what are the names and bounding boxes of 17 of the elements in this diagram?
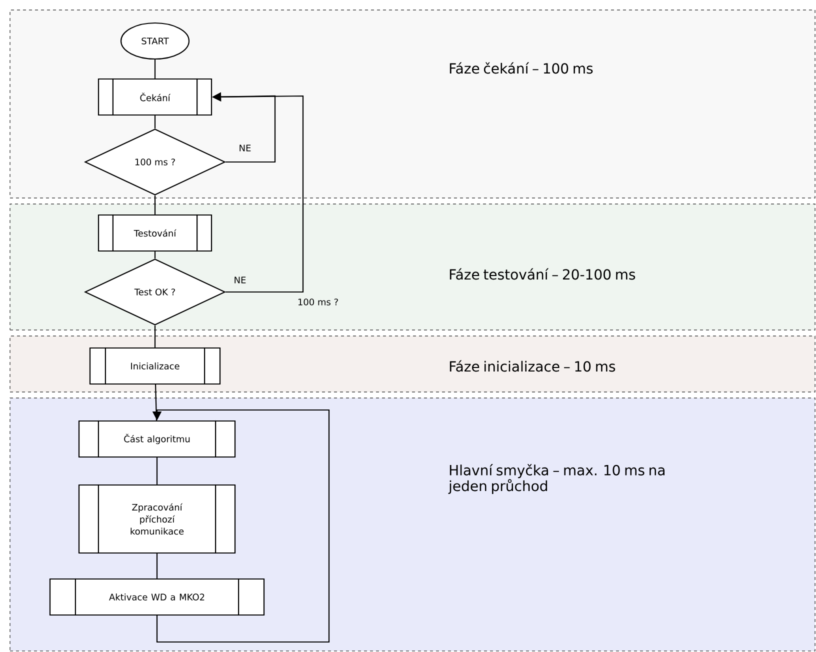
connector [154,116,156,128]
connector [154,196,156,214]
edge-label: NE [234,276,246,284]
connector [154,326,156,348]
condition-label: 100 ms ? [298,298,338,306]
process-box: Testování [98,214,212,252]
connector [154,384,158,420]
connector [154,60,156,78]
process-box: Zpracování příchozí komunikace [78,484,236,554]
process-box: Čekání [98,78,212,116]
connector [154,252,156,258]
process-box: Inicializace [89,347,221,385]
connector [156,458,158,484]
connector [156,554,158,578]
process-box: Část algoritmu [78,420,236,458]
edge-label: NE [240,144,251,152]
process-box: Aktivace WD a MKO2 [49,578,265,616]
